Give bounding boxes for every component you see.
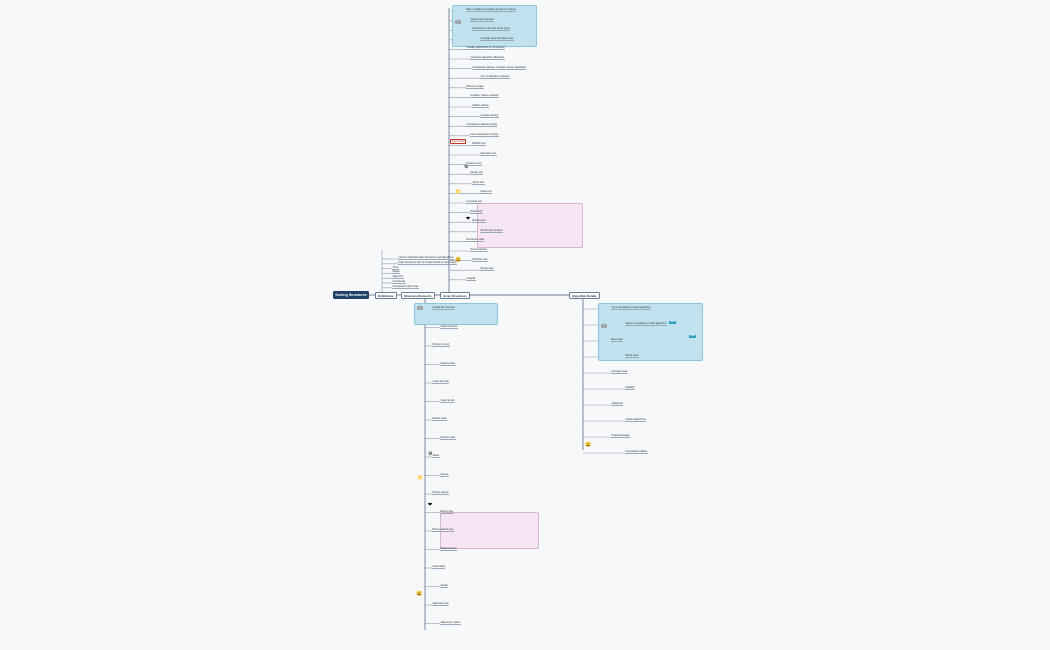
emoji-icon: 😀 xyxy=(455,257,462,263)
key-points-tag[interactable]: Key Points xyxy=(450,139,467,144)
emoji-icon: 😀 xyxy=(416,591,423,597)
note-chip: Note xyxy=(669,321,676,324)
algorithm-node[interactable]: Adaptivity xyxy=(611,402,624,406)
algorithm-node[interactable]: Stability xyxy=(625,386,636,390)
algorithm-node[interactable]: Practical usage xyxy=(611,434,630,438)
top-node[interactable]: Auxiliary space required xyxy=(470,94,499,99)
structure-node[interactable]: Adjacency matrix xyxy=(440,620,461,625)
top-node[interactable]: Complexity classes: constant, linear, qu… xyxy=(472,65,527,70)
highlight-box-lower xyxy=(440,512,539,549)
top-node[interactable]: Counting sort xyxy=(466,200,483,204)
structure-node[interactable]: Insert at tail xyxy=(440,398,455,403)
top-node[interactable]: Memory usage xyxy=(466,84,485,89)
top-node[interactable]: Merge step xyxy=(480,267,494,272)
structure-node[interactable]: Priority queue xyxy=(432,491,450,495)
algorithm-node[interactable]: Worst case xyxy=(625,354,639,358)
algorithm-node[interactable]: Comparison tables xyxy=(625,450,648,454)
structure-node[interactable]: Pointer to next xyxy=(432,343,450,347)
heart-icon: ❤ xyxy=(428,502,433,508)
root-node[interactable]: Sorting Structures xyxy=(333,291,369,299)
top-node[interactable]: Partition step xyxy=(472,257,489,262)
top-node[interactable]: Radix sort xyxy=(470,209,483,214)
top-node[interactable]: Insertion sort xyxy=(466,161,482,166)
structure-node[interactable]: Queue xyxy=(440,472,449,477)
emoji-icon: 😀 xyxy=(585,442,592,448)
structure-node[interactable]: Insert at head xyxy=(432,380,449,384)
structure-node[interactable]: Delete node xyxy=(432,417,447,421)
algorithm-node[interactable]: Space complexity of each algorithm xyxy=(625,322,667,326)
heart-icon: ❤ xyxy=(466,216,471,222)
top-node[interactable]: Merge sort xyxy=(470,171,484,176)
folder-icon: 📁 xyxy=(417,475,424,481)
top-node[interactable]: Heap sort xyxy=(480,190,493,195)
structure-node[interactable]: Search node xyxy=(440,435,456,440)
def-node[interactable]: Space xyxy=(392,270,401,275)
def-node[interactable]: Time xyxy=(392,265,399,270)
def-node[interactable]: Complexity xyxy=(392,280,406,284)
structure-node[interactable]: Graph xyxy=(440,583,449,588)
highlight-box-left xyxy=(414,303,498,325)
folder-icon: 📁 xyxy=(455,189,462,195)
top-node[interactable]: Divide and conquer xyxy=(480,228,504,233)
structure-node[interactable]: Hash table xyxy=(432,565,446,569)
structure-node[interactable]: Balanced tree xyxy=(440,546,458,551)
top-node[interactable]: Classify algorithms by complexity xyxy=(466,46,506,51)
top-node[interactable]: Stable sorting xyxy=(472,104,489,108)
highlight-box-right xyxy=(598,303,703,361)
structure-node[interactable]: Stack xyxy=(432,454,440,458)
top-node[interactable]: Depends on the size of the input xyxy=(472,27,511,32)
gear-icon: ⚙ xyxy=(428,451,433,457)
algorithm-node[interactable]: Time complexity of each algorithm xyxy=(611,306,652,310)
robot-icon: 🤖 xyxy=(417,305,424,311)
def-node[interactable]: Used to describe data structures and alg… xyxy=(398,256,455,260)
gear-icon: ⚙ xyxy=(464,164,469,170)
top-node[interactable]: Bubble sort xyxy=(472,142,487,147)
l1-structure-elements[interactable]: Structure Elements xyxy=(401,292,435,299)
def-node[interactable]: Data structures can be implemented in ma… xyxy=(398,260,458,265)
robot-icon: 🤖 xyxy=(455,19,462,25)
top-node[interactable]: Use in algorithm analysis xyxy=(480,75,510,80)
top-node[interactable]: Quick sort xyxy=(472,180,485,185)
structure-node[interactable]: Node structure xyxy=(440,324,459,329)
highlight-box-mid xyxy=(477,203,583,248)
top-node[interactable]: Recursive calls xyxy=(466,238,485,243)
top-node[interactable]: Pivot selection xyxy=(470,248,488,252)
note-chip: Note xyxy=(689,335,696,338)
def-node[interactable]: Comparison with array xyxy=(392,284,419,289)
robot-icon: 🤖 xyxy=(601,323,608,329)
top-node[interactable]: Heapify xyxy=(466,276,476,281)
structure-node[interactable]: Binary tree xyxy=(440,509,454,514)
algorithm-node[interactable]: Online algorithms xyxy=(625,418,647,422)
l1-array-structures[interactable]: Array Structures xyxy=(440,292,470,299)
algorithm-node[interactable]: Best case xyxy=(611,338,624,342)
def-node[interactable]: Algorithm xyxy=(392,275,404,280)
structure-node[interactable]: Adjacency list xyxy=(432,602,449,606)
top-node[interactable]: Big-O notation describes growth of runti… xyxy=(466,8,517,12)
top-node[interactable]: Non-comparison sorting xyxy=(470,132,499,137)
algorithm-node[interactable]: Average case xyxy=(611,370,628,374)
top-node[interactable]: Compare algorithm efficiency xyxy=(470,56,505,60)
structure-node[interactable]: Binary search tree xyxy=(432,528,455,532)
l1-definitions[interactable]: Definitions xyxy=(375,292,397,299)
top-node[interactable]: Worst case scenario xyxy=(470,17,495,22)
highlight-box-top xyxy=(452,5,537,47)
top-node[interactable]: In-place sorting xyxy=(480,113,499,118)
top-node[interactable]: Comparison based sorting xyxy=(466,123,498,128)
l1-algorithm-details[interactable]: Algorithm Details xyxy=(569,292,600,299)
top-node[interactable]: Average case and best case xyxy=(480,36,514,41)
structure-node[interactable]: Linked list structure xyxy=(432,306,456,310)
top-node[interactable]: Selection sort xyxy=(480,152,497,156)
top-node[interactable]: Bucket sort xyxy=(472,219,486,224)
structure-node[interactable]: Head pointer xyxy=(440,361,456,366)
